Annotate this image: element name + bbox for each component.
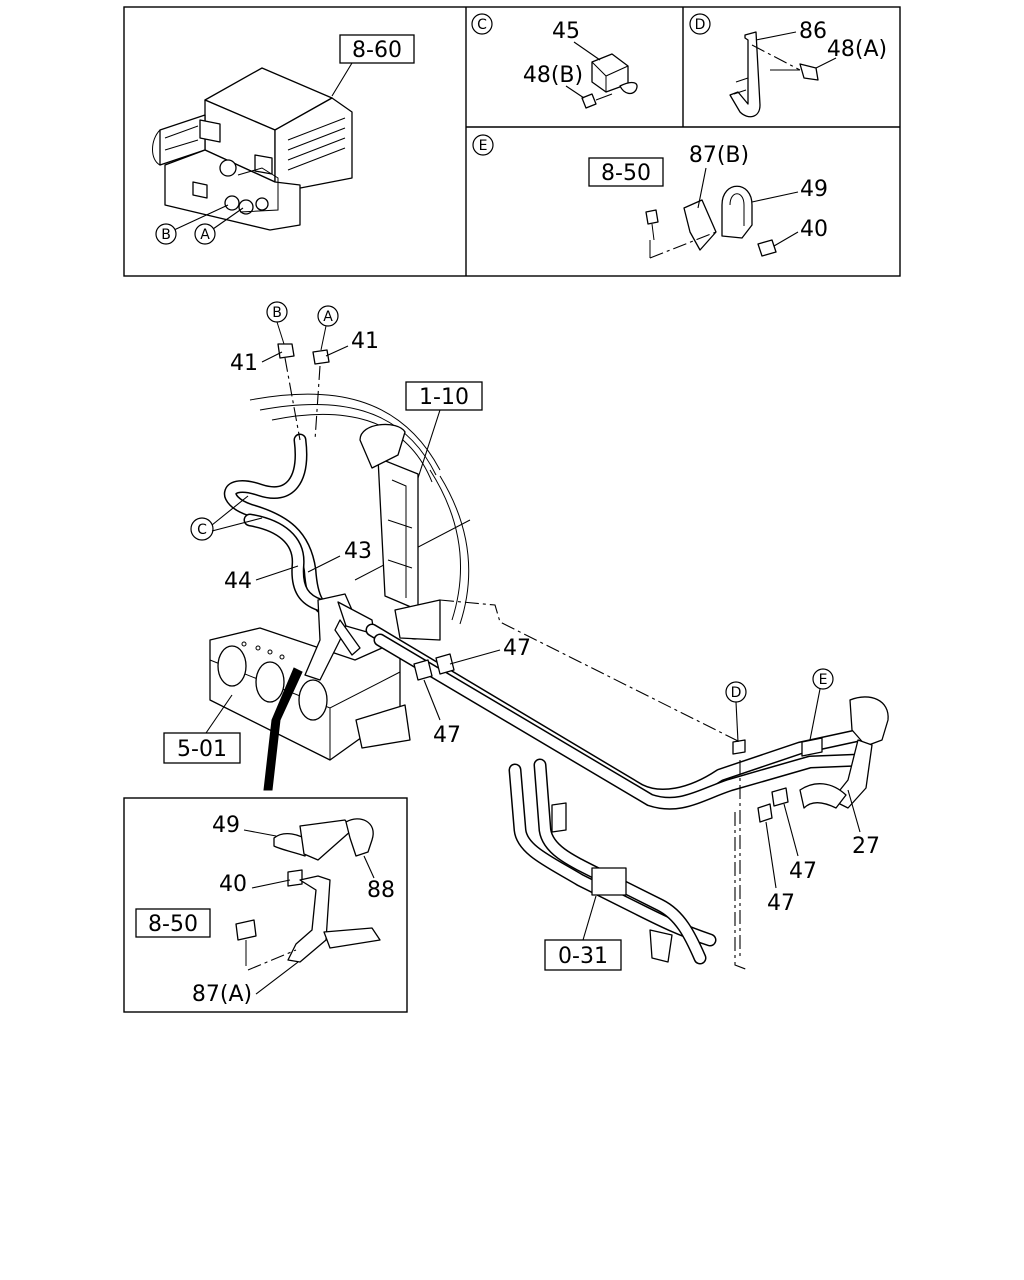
part-47-b: 47 [433, 723, 461, 748]
part-47-a: 47 [503, 636, 531, 661]
top-panel-frames [123, 6, 901, 277]
detail-e: E 8-50 87(B) 49 40 [472, 134, 828, 259]
svg-text:A: A [323, 309, 333, 325]
bracket-1-10 [359, 423, 441, 641]
detail-letter-a: A [200, 227, 210, 243]
part-86: 86 [799, 19, 827, 44]
part-27: 27 [852, 834, 880, 859]
detail-d: D 86 48(A) [689, 13, 887, 118]
heater-unit-illustration [152, 67, 353, 231]
part-44: 44 [224, 569, 252, 594]
part-49-top: 49 [800, 177, 828, 202]
part-48a: 48(A) [827, 37, 887, 62]
svg-text:8-50: 8-50 [601, 161, 651, 186]
svg-text:C: C [477, 17, 487, 33]
svg-text:8-60: 8-60 [352, 38, 402, 63]
detail-label-b-top: B [155, 204, 229, 245]
part-45: 45 [552, 19, 580, 44]
inset-pointer [263, 667, 303, 791]
ref-box-8-60: 8-60 [331, 34, 415, 97]
heater-hoses [223, 357, 375, 681]
svg-text:D: D [695, 17, 706, 33]
ref-box-0-31: 0-31 [544, 895, 622, 971]
svg-text:0-31: 0-31 [558, 944, 608, 969]
part-41-left: 41 [230, 351, 258, 376]
lower-pipe-0-31 [508, 758, 717, 965]
ref-box-8-50-top: 8-50 [588, 157, 664, 187]
svg-text:E: E [819, 672, 828, 688]
main-labels: B A 41 41 C 43 44 47 47 D E 47 47 27 [190, 301, 880, 916]
svg-text:B: B [272, 305, 282, 321]
ref-box-8-50-inset: 8-50 [135, 908, 211, 938]
detail-label-a-top: A [194, 207, 244, 245]
part-47-c: 47 [789, 859, 817, 884]
svg-text:C: C [197, 522, 207, 538]
part-87a: 87(A) [192, 982, 252, 1007]
chassis-frame-5-01 [209, 627, 411, 761]
ref-box-5-01: 5-01 [163, 694, 241, 764]
part-40-top: 40 [800, 217, 828, 242]
radiator-outline [249, 393, 471, 625]
svg-text:D: D [731, 685, 742, 701]
part-49-inset: 49 [212, 813, 240, 838]
main-pipe [365, 599, 889, 971]
bottom-inset: 49 40 88 8-50 87(A) [123, 797, 408, 1013]
detail-letter-b: B [161, 227, 171, 243]
part-41-right: 41 [351, 329, 379, 354]
clips-47 [413, 653, 789, 823]
part-48b: 48(B) [523, 63, 583, 88]
part-43: 43 [344, 539, 372, 564]
part-88: 88 [367, 878, 395, 903]
part-47-d: 47 [767, 891, 795, 916]
ref-box-1-10: 1-10 [405, 381, 483, 479]
svg-text:E: E [479, 138, 488, 154]
part-40-inset: 40 [219, 872, 247, 897]
part-87b: 87(B) [689, 143, 749, 168]
svg-text:1-10: 1-10 [419, 385, 469, 410]
detail-c: C 45 48(B) [471, 13, 638, 109]
svg-text:8-50: 8-50 [148, 912, 198, 937]
svg-text:5-01: 5-01 [177, 737, 227, 762]
